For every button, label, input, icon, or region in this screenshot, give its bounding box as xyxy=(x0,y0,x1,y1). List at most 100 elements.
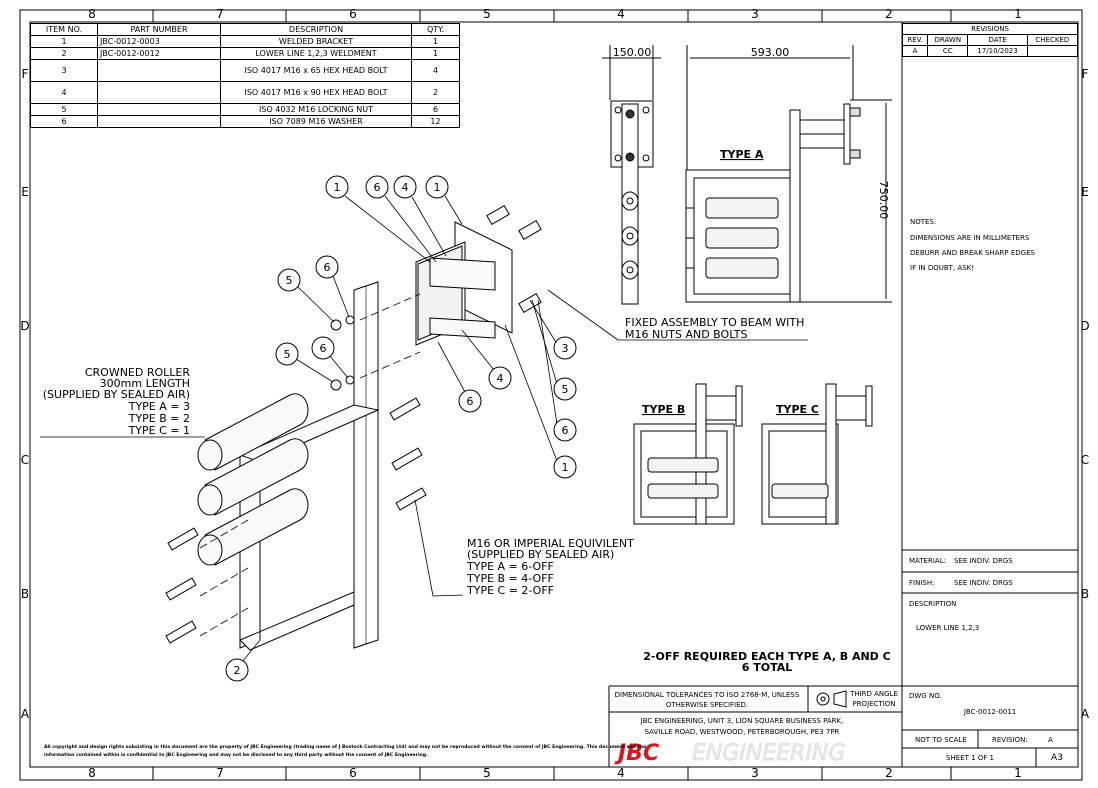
svg-text:2: 2 xyxy=(234,664,241,677)
zone-row-label: D xyxy=(1080,319,1089,333)
rev-value: A xyxy=(901,45,929,57)
item-balloon: 6 xyxy=(315,255,339,279)
zone-column-label: 6 xyxy=(349,7,357,21)
zone-row-label: D xyxy=(20,319,29,333)
zone-row-label: B xyxy=(21,587,29,601)
bolt-callout-1: M16 OR IMPERIAL EQUIVILENT xyxy=(467,537,634,550)
bom-qty: 1 xyxy=(411,47,460,60)
scale-label: NOT TO SCALE xyxy=(915,736,967,744)
roller-callout-2: 300mm LENGTH xyxy=(100,377,190,390)
zone-row-label: C xyxy=(1081,453,1089,467)
copyright-2: information contained within is confiden… xyxy=(44,752,428,758)
dim-front-width: 593.00 xyxy=(751,46,790,59)
zone-column-label: 6 xyxy=(349,766,357,780)
zone-column-label: 4 xyxy=(617,766,625,780)
required-line-2: 6 TOTAL xyxy=(742,661,793,674)
bom-item: 6 xyxy=(30,115,98,128)
bom-item: 3 xyxy=(30,59,98,82)
address-2: SAVILLE ROAD, WESTWOOD, PETERBOROUGH, PE… xyxy=(645,728,840,736)
zone-row-label: A xyxy=(1081,707,1090,721)
note-2: DEBURR AND BREAK SHARP EDGES xyxy=(910,249,1035,257)
svg-text:5: 5 xyxy=(562,383,569,396)
bom-header-qty: QTY. xyxy=(411,23,460,36)
bom-desc: LOWER LINE 1,2,3 WELDMENT xyxy=(220,47,412,60)
bom-header-part: PART NUMBER xyxy=(97,23,221,36)
type-c-label: TYPE C xyxy=(776,403,819,416)
item-balloon: 6 xyxy=(458,389,482,413)
address-1: JBC ENGINEERING, UNIT 3, LION SQUARE BUS… xyxy=(640,717,844,725)
projection-2: PROJECTION xyxy=(852,700,895,708)
bom-part xyxy=(97,81,221,104)
type-b-label: TYPE B xyxy=(642,403,685,416)
zone-column-label: 7 xyxy=(216,7,224,21)
bom-header-item: ITEM NO. xyxy=(30,23,98,36)
side-view xyxy=(602,45,661,305)
bom-desc: ISO 4017 M16 x 90 HEX HEAD BOLT xyxy=(220,81,412,104)
svg-text:6: 6 xyxy=(320,342,327,355)
finish-value: SEE INDIV. DRGS xyxy=(954,579,1013,587)
bom-header-row: ITEM NO. PART NUMBER DESCRIPTION QTY. xyxy=(30,23,460,36)
tolerance-1: DIMENSIONAL TOLERANCES TO ISO 2768-M, UN… xyxy=(615,691,800,699)
bom-qty: 4 xyxy=(411,59,460,82)
item-balloon: 5 xyxy=(277,268,301,292)
note-1: DIMENSIONS ARE IN MILLIMETERS xyxy=(910,234,1030,242)
bom-desc: WELDED BRACKET xyxy=(220,35,412,48)
svg-text:6: 6 xyxy=(562,424,569,437)
zone-row-label: E xyxy=(21,185,29,199)
bom-item: 4 xyxy=(30,81,98,104)
zone-column-label: 2 xyxy=(885,766,893,780)
bom-qty: 2 xyxy=(411,81,460,104)
bom-part xyxy=(97,59,221,82)
zone-row-label: A xyxy=(21,707,30,721)
bolt-callout-3: TYPE A = 6-OFF xyxy=(466,560,554,573)
sheet-label: SHEET 1 OF 1 xyxy=(946,754,994,762)
zone-column-label: 2 xyxy=(885,7,893,21)
bolt-callout-2: (SUPPLIED BY SEALED AIR) xyxy=(467,548,614,561)
bolt-callout-4: TYPE B = 4-OFF xyxy=(466,572,554,585)
item-balloon: 5 xyxy=(553,377,577,401)
description-label: DESCRIPTION xyxy=(909,600,956,608)
sheet-size: A3 xyxy=(1051,753,1063,763)
bom-item: 2 xyxy=(30,47,98,60)
projection-1: THIRD ANGLE xyxy=(849,690,898,698)
item-balloon: 6 xyxy=(553,418,577,442)
roller-callout-1: CROWNED ROLLER xyxy=(85,366,191,379)
dwg-number: JBC-0012-0011 xyxy=(963,708,1016,716)
zone-row-label: F xyxy=(1082,67,1089,81)
rev-header: DATE xyxy=(967,34,1028,46)
bom-desc: ISO 4032 M16 LOCKING NUT xyxy=(220,103,412,116)
roller-callout-3: (SUPPLIED BY SEALED AIR) xyxy=(43,388,190,401)
roller-callout-5: TYPE B = 2 xyxy=(128,412,190,425)
zone-column-label: 7 xyxy=(216,766,224,780)
bom-desc: ISO 4017 M16 x 65 HEX HEAD BOLT xyxy=(220,59,412,82)
svg-text:1: 1 xyxy=(562,461,569,474)
zone-column-label: 8 xyxy=(88,766,96,780)
logo-jbc: JBC xyxy=(614,741,659,766)
item-balloon: 1 xyxy=(553,455,577,479)
svg-text:4: 4 xyxy=(402,181,409,194)
roller-callout-4: TYPE A = 3 xyxy=(128,400,190,413)
bom-item: 1 xyxy=(30,35,98,48)
fixed-callout-1: FIXED ASSEMBLY TO BEAM WITH xyxy=(625,316,804,329)
zone-column-label: 5 xyxy=(483,766,491,780)
rev-date: 17/10/2023 xyxy=(967,45,1028,57)
fixed-callout-2: M16 NUTS AND BOLTS xyxy=(625,328,748,341)
finish-label: FINISH: xyxy=(909,579,934,587)
item-balloon: 1 xyxy=(425,175,449,199)
copyright-1: All copyright and design rights subsisti… xyxy=(44,744,646,750)
zone-row-label: E xyxy=(1081,185,1089,199)
title-block-frame xyxy=(608,22,1078,767)
svg-text:5: 5 xyxy=(286,274,293,287)
isometric-assembly xyxy=(165,204,542,651)
item-balloon: 5 xyxy=(275,342,299,366)
svg-text:3: 3 xyxy=(562,342,569,355)
svg-text:5: 5 xyxy=(284,348,291,361)
bom-qty: 1 xyxy=(411,35,460,48)
item-balloon: 4 xyxy=(393,175,417,199)
bom-part: JBC-0012-0012 xyxy=(97,47,221,60)
